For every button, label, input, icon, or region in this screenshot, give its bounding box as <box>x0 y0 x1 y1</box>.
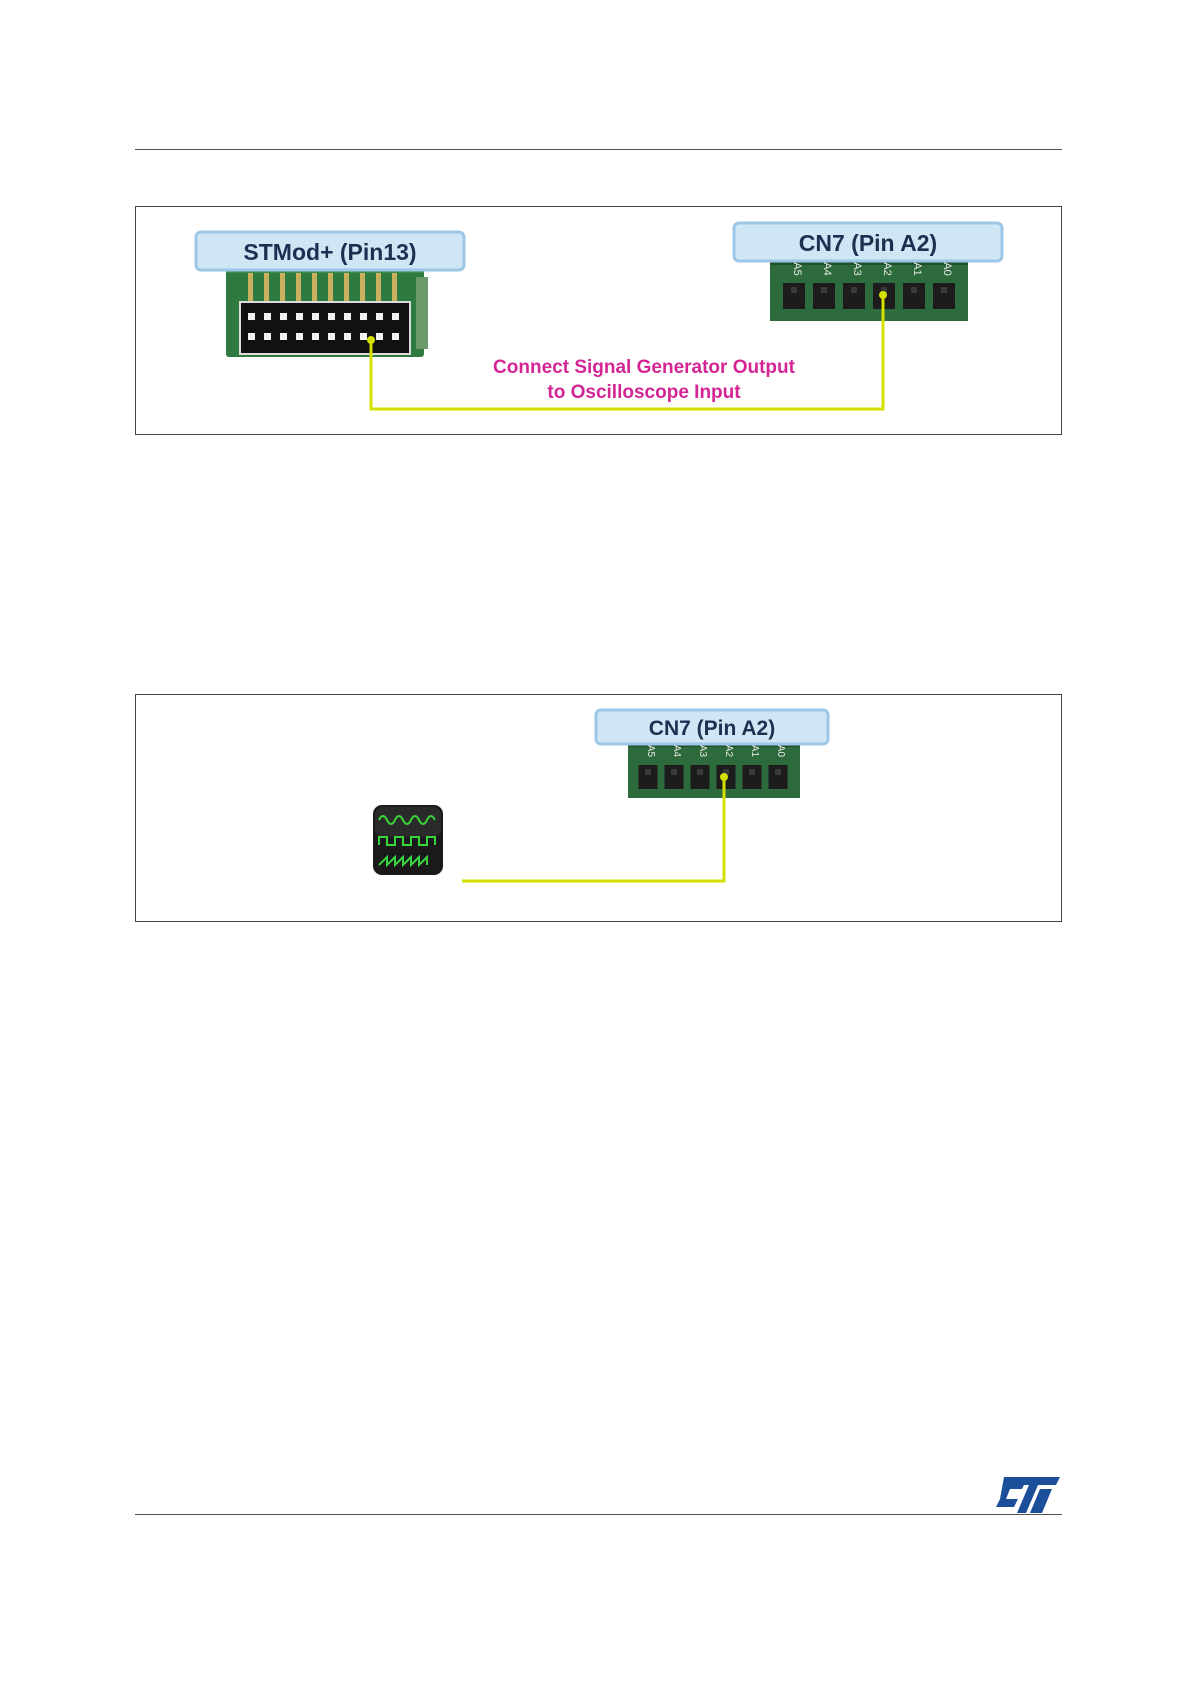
cn7-socket <box>665 765 684 789</box>
cn7-socket-contact <box>911 287 917 293</box>
stmod-hole <box>360 313 367 320</box>
stmod-hole <box>296 313 303 320</box>
cn7-socket <box>691 765 710 789</box>
cn7-header-text: CN7 (Pin A2) <box>799 230 937 256</box>
footer-rule <box>135 1514 1062 1515</box>
stmod-header-text: STMod+ (Pin13) <box>243 239 416 265</box>
cn7-pin-label: A5 <box>791 262 803 275</box>
cn7-header-text-2: CN7 (Pin A2) <box>649 717 775 740</box>
cn7-socket-contact <box>671 769 677 775</box>
stmod-hole <box>312 313 319 320</box>
cn7-pin-label: A4 <box>821 262 833 275</box>
cn7-pin-label: A1 <box>749 745 760 758</box>
cn7-pin-label: A2 <box>723 745 734 758</box>
oscilloscope-app-icon <box>373 805 443 875</box>
header-rule <box>135 149 1062 150</box>
stmod-hole <box>360 333 367 340</box>
stmod-pin <box>312 273 317 303</box>
cn7-pin-label: A0 <box>941 262 953 275</box>
stmod-hole <box>312 333 319 340</box>
stmod-hole <box>376 333 383 340</box>
stmod-hole <box>280 313 287 320</box>
cn7-socket-contact <box>645 769 651 775</box>
cn7-socket <box>743 765 762 789</box>
stmod-hole <box>248 313 255 320</box>
stmod-pin <box>248 273 253 303</box>
stmod-hole <box>328 313 335 320</box>
stmod-hole <box>264 333 271 340</box>
stmod-hole <box>280 333 287 340</box>
cn7-socket <box>903 283 925 309</box>
cn7-socket <box>639 765 658 789</box>
cn7-pin-label: A3 <box>851 262 863 275</box>
stmod-hole <box>376 313 383 320</box>
stmod-pin <box>376 273 381 303</box>
stmod-header-label: STMod+ (Pin13) <box>196 232 464 270</box>
stmod-hole <box>264 313 271 320</box>
instruction-line-2: to Oscilloscope Input <box>547 382 741 403</box>
cn7-socket-contact <box>851 287 857 293</box>
cn7-socket <box>783 283 805 309</box>
figure2-diagram: A5 A4 A3 A2 A1 A0 CN7 (Pin A2) <box>136 695 1063 923</box>
stmod-hole <box>344 313 351 320</box>
cn7-connector-2: A5 A4 A3 A2 A1 A0 <box>628 740 800 798</box>
cn7-socket <box>813 283 835 309</box>
cn7-header-label-2: CN7 (Pin A2) <box>596 710 828 744</box>
cn7-socket <box>933 283 955 309</box>
cn7-pin-label: A1 <box>911 262 923 275</box>
stmod-hole <box>344 333 351 340</box>
cn7-pin-label: A0 <box>775 745 786 758</box>
cn7-socket-contact <box>791 287 797 293</box>
figure-oscilloscope-to-cn7: A5 A4 A3 A2 A1 A0 CN7 (Pin A2) <box>135 694 1062 922</box>
stmod-hole <box>328 333 335 340</box>
instruction-line-1: Connect Signal Generator Output <box>493 357 796 378</box>
stmod-pin <box>328 273 333 303</box>
cn7-pin-label: A3 <box>697 745 708 758</box>
figure1-diagram: STMod+ (Pin13) A5 A4 A3 A2 A1 A0 CN7 (Pin A2)… <box>136 207 1063 436</box>
cn7-socket-contact <box>941 287 947 293</box>
stmod-pin <box>264 273 269 303</box>
cn7-pin-label: A2 <box>881 262 893 275</box>
stmod-pin <box>392 273 397 303</box>
stmod-pin <box>344 273 349 303</box>
stmod-pin <box>360 273 365 303</box>
cn7-socket <box>843 283 865 309</box>
cn7-pin-label: A5 <box>645 745 656 758</box>
figure-stmod-to-cn7: STMod+ (Pin13) A5 A4 A3 A2 A1 A0 CN7 (Pin A2)… <box>135 206 1062 435</box>
stmod-pin <box>296 273 301 303</box>
stmod-hole <box>392 333 399 340</box>
cn7-connector: A5 A4 A3 A2 A1 A0 <box>770 257 968 321</box>
cn7-socket <box>769 765 788 789</box>
st-logo <box>996 1477 1060 1513</box>
stmod-pin <box>280 273 285 303</box>
stmod-hole <box>248 333 255 340</box>
cn7-header-label: CN7 (Pin A2) <box>734 223 1002 261</box>
cn7-pin-label: A4 <box>671 745 682 758</box>
cn7-socket-contact <box>749 769 755 775</box>
cn7-socket-contact <box>821 287 827 293</box>
stmod-board <box>226 261 428 357</box>
stmod-hole <box>392 313 399 320</box>
cn7-socket-contact <box>775 769 781 775</box>
stmod-hole <box>296 333 303 340</box>
cn7-socket-contact <box>697 769 703 775</box>
